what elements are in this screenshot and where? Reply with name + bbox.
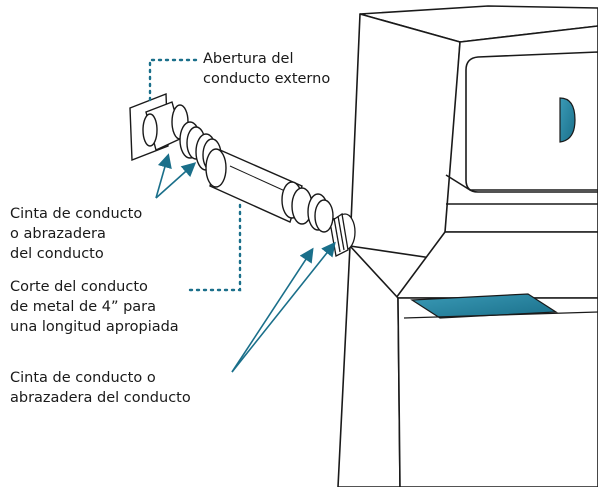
duct-assembly [129, 92, 334, 233]
callout-leaders [148, 58, 242, 292]
arrow-cinta-1a [155, 153, 172, 199]
washer-control-panel [395, 231, 598, 299]
dryer-control-line [445, 174, 598, 191]
washer-side-panel [337, 245, 401, 487]
dryer-door-frame [465, 51, 598, 193]
washer-front-panel [397, 297, 598, 487]
washer-lid-line [403, 311, 598, 319]
label-corte-conducto: Corte del conducto de metal de 4” para u… [10, 279, 179, 335]
arrow-cinta-2a [231, 247, 314, 373]
label-cinta-abrazadera-2: Cinta de conducto o abrazadera del condu… [10, 370, 191, 406]
arrow-cinta-1b [155, 162, 197, 199]
label-abertura-conducto: Abertura del conducto externo [203, 51, 331, 87]
label-cinta-abrazadera-1: Cinta de conducto o abrazadera del condu… [10, 206, 143, 262]
leader-abertura [148, 58, 198, 102]
lint-filter [410, 293, 558, 319]
door-handle [559, 97, 576, 143]
dryer-unit [349, 5, 598, 261]
callout-arrows [155, 153, 336, 373]
arrow-cinta-2b [231, 241, 336, 373]
washer-unit [337, 231, 598, 487]
dryer-side-panel [349, 13, 461, 261]
leader-corte [188, 200, 242, 292]
